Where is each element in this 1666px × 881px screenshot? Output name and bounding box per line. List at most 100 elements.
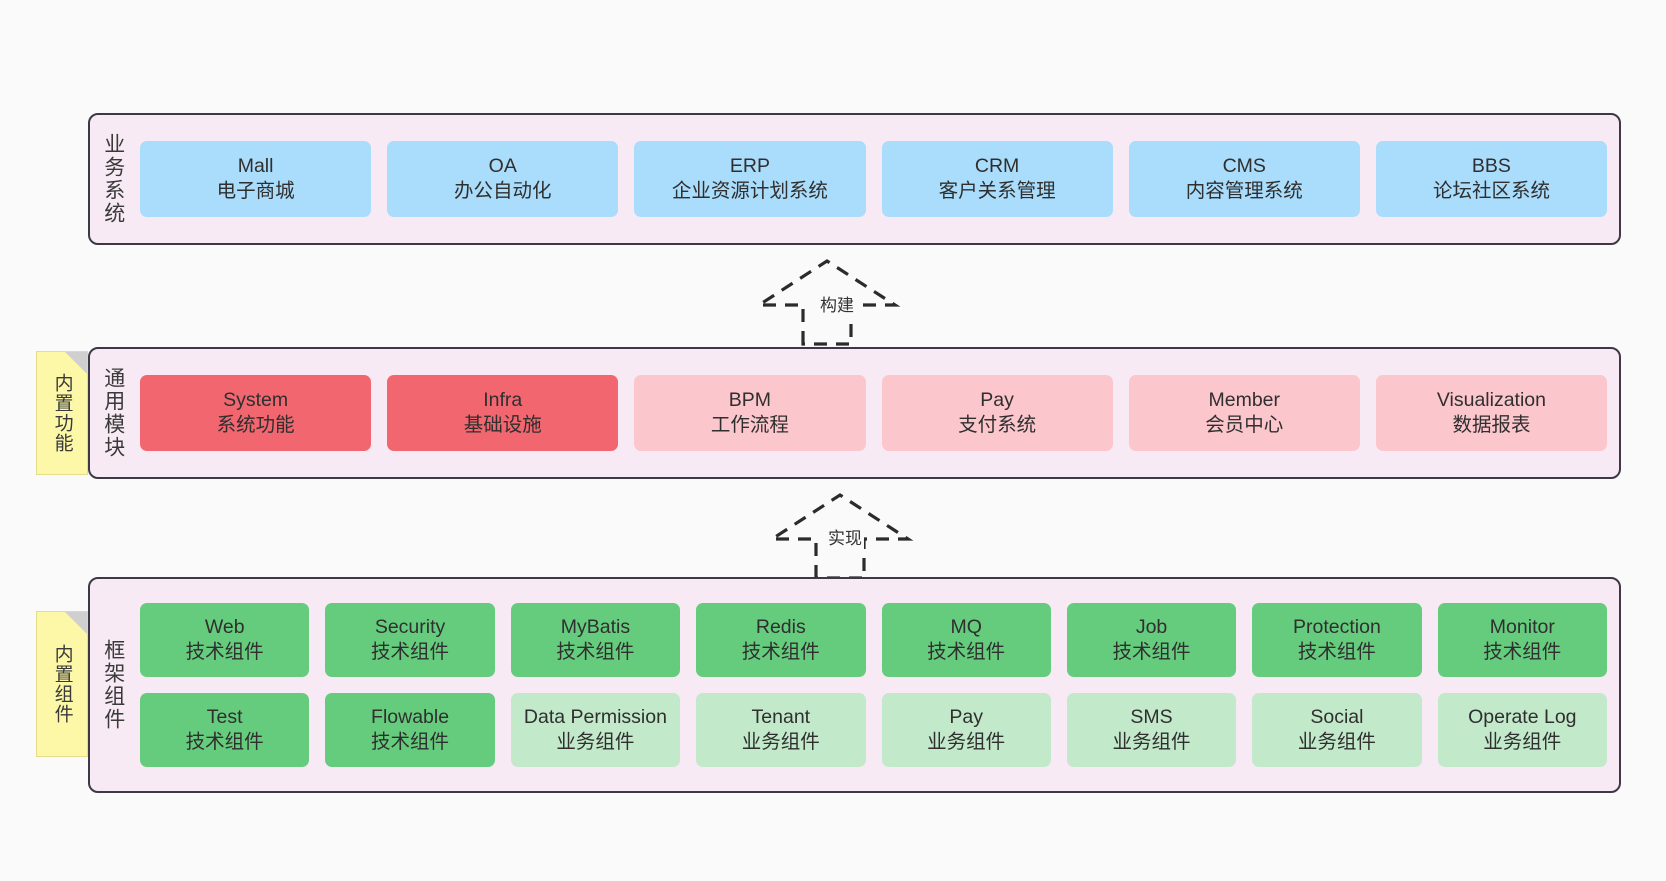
card-title-cn: 业务组件 <box>741 731 820 753</box>
card-visualization[interactable]: Visualization 数据报表 <box>1375 375 1608 451</box>
card-title-en: Pay <box>980 389 1014 412</box>
card-title-cn: 会员中心 <box>1205 414 1284 436</box>
card-test[interactable]: Test 技术组件 <box>140 693 310 767</box>
sticky-note-label: 内置组件 <box>51 644 73 724</box>
card-row-framework-tech: Web 技术组件 Security 技术组件 MyBatis 技术组件 Redi… <box>140 603 1607 677</box>
card-title-cn: 技术组件 <box>556 641 635 663</box>
card-title-cn: 业务组件 <box>1483 731 1562 753</box>
card-title-cn: 业务组件 <box>927 731 1006 753</box>
card-title-cn: 技术组件 <box>927 641 1006 663</box>
card-title-en: Protection <box>1293 616 1381 639</box>
card-bpm[interactable]: BPM 工作流程 <box>634 375 866 451</box>
card-security[interactable]: Security 技术组件 <box>325 603 495 677</box>
card-title-en: Social <box>1310 706 1364 729</box>
card-title-cn: 客户关系管理 <box>938 180 1056 202</box>
layer-body-framework: Web 技术组件 Security 技术组件 MyBatis 技术组件 Redi… <box>136 579 1619 791</box>
sticky-note-builtin-components: 内置组件 <box>36 611 88 757</box>
card-title-cn: 基础设施 <box>463 414 542 436</box>
card-title-en: Test <box>206 706 243 729</box>
card-title-cn: 技术组件 <box>371 731 450 753</box>
card-member[interactable]: Member 会员中心 <box>1128 375 1360 451</box>
card-tenant[interactable]: Tenant 业务组件 <box>696 693 866 767</box>
card-sms[interactable]: SMS 业务组件 <box>1066 693 1237 767</box>
card-monitor[interactable]: Monitor 技术组件 <box>1437 603 1607 677</box>
layer-body-business: Mall 电子商城 OA 办公自动化 ERP 企业资源计划系统 CRM 客户关系… <box>136 115 1619 243</box>
card-title-en: BPM <box>728 389 772 412</box>
sticky-note-builtin-features: 内置功能 <box>36 351 88 475</box>
card-title-cn: 技术组件 <box>1112 641 1191 663</box>
card-title-cn: 技术组件 <box>185 641 264 663</box>
card-mq[interactable]: MQ 技术组件 <box>881 603 1051 677</box>
card-operate-log[interactable]: Operate Log 业务组件 <box>1437 693 1607 767</box>
layer-body-common: System 系统功能 Infra 基础设施 BPM 工作流程 Pay 支付系统… <box>136 349 1619 477</box>
card-title-cn: 内容管理系统 <box>1185 180 1303 202</box>
layer-title-common: 通用模块 <box>101 367 125 459</box>
card-title-en: Tenant <box>751 706 811 729</box>
page-fold-icon <box>65 612 87 634</box>
card-cms[interactable]: CMS 内容管理系统 <box>1128 141 1360 217</box>
card-title-en: System <box>223 389 289 412</box>
layer-panel-common: 通用模块 System 系统功能 Infra 基础设施 BPM 工作流程 Pay… <box>88 347 1621 479</box>
card-title-en: CRM <box>974 155 1020 178</box>
arrow-build <box>753 259 901 346</box>
card-title-cn: 论坛社区系统 <box>1432 180 1550 202</box>
card-social[interactable]: Social 业务组件 <box>1252 693 1422 767</box>
card-bbs[interactable]: BBS 论坛社区系统 <box>1375 141 1608 217</box>
card-title-en: Mall <box>237 155 274 178</box>
sticky-note-label: 内置功能 <box>51 373 73 453</box>
card-title-en: MQ <box>950 616 982 639</box>
card-row-framework-biz: Test 技术组件 Flowable 技术组件 Data Permission … <box>140 693 1607 767</box>
card-title-en: Web <box>204 616 245 639</box>
card-title-cn: 工作流程 <box>710 414 789 436</box>
card-title-en: Member <box>1208 389 1281 412</box>
card-pay-component[interactable]: Pay 业务组件 <box>881 693 1051 767</box>
card-oa[interactable]: OA 办公自动化 <box>387 141 619 217</box>
card-row-business: Mall 电子商城 OA 办公自动化 ERP 企业资源计划系统 CRM 客户关系… <box>140 141 1608 217</box>
card-title-cn: 企业资源计划系统 <box>671 180 828 202</box>
card-title-cn: 技术组件 <box>1297 641 1376 663</box>
layer-title-framework: 框架组件 <box>101 639 125 731</box>
card-title-en: Flowable <box>371 706 450 729</box>
card-system[interactable]: System 系统功能 <box>140 375 372 451</box>
card-title-en: BBS <box>1471 155 1511 178</box>
card-flowable[interactable]: Flowable 技术组件 <box>325 693 495 767</box>
card-title-cn: 支付系统 <box>958 414 1037 436</box>
card-title-cn: 系统功能 <box>216 414 295 436</box>
card-web[interactable]: Web 技术组件 <box>140 603 310 677</box>
card-title-en: Job <box>1135 616 1168 639</box>
card-title-cn: 业务组件 <box>1297 731 1376 753</box>
card-mybatis[interactable]: MyBatis 技术组件 <box>510 603 681 677</box>
card-title-cn: 业务组件 <box>1112 731 1191 753</box>
card-title-en: Security <box>374 616 446 639</box>
page-fold-icon <box>65 352 87 374</box>
card-title-cn: 电子商城 <box>216 180 295 202</box>
card-title-en: CMS <box>1222 155 1266 178</box>
card-protection[interactable]: Protection 技术组件 <box>1252 603 1422 677</box>
card-title-en: Monitor <box>1489 616 1555 639</box>
arrow-implement <box>766 493 914 580</box>
card-job[interactable]: Job 技术组件 <box>1066 603 1237 677</box>
card-row-common: System 系统功能 Infra 基础设施 BPM 工作流程 Pay 支付系统… <box>140 375 1608 451</box>
card-mall[interactable]: Mall 电子商城 <box>140 141 372 217</box>
card-title-en: MyBatis <box>560 616 631 639</box>
card-title-en: Infra <box>483 389 523 412</box>
layer-panel-framework: 框架组件 Web 技术组件 Security 技术组件 MyBatis 技术组件… <box>88 577 1621 793</box>
card-title-cn: 业务组件 <box>556 731 635 753</box>
arrow-implement-label: 实现 <box>826 524 864 549</box>
card-pay[interactable]: Pay 支付系统 <box>881 375 1113 451</box>
arrow-build-label: 构建 <box>818 291 856 316</box>
card-erp[interactable]: ERP 企业资源计划系统 <box>634 141 866 217</box>
card-title-cn: 数据报表 <box>1452 414 1531 436</box>
card-title-en: Operate Log <box>1468 706 1577 729</box>
card-crm[interactable]: CRM 客户关系管理 <box>881 141 1113 217</box>
card-title-en: Visualization <box>1436 389 1547 412</box>
card-infra[interactable]: Infra 基础设施 <box>387 375 619 451</box>
card-title-en: OA <box>488 155 517 178</box>
card-redis[interactable]: Redis 技术组件 <box>696 603 866 677</box>
layer-panel-business: 业务系统 Mall 电子商城 OA 办公自动化 ERP 企业资源计划系统 CRM… <box>88 113 1621 245</box>
card-title-en: Pay <box>949 706 983 729</box>
card-title-cn: 技术组件 <box>1483 641 1562 663</box>
card-data-permission[interactable]: Data Permission 业务组件 <box>510 693 681 767</box>
card-title-en: Redis <box>755 616 806 639</box>
